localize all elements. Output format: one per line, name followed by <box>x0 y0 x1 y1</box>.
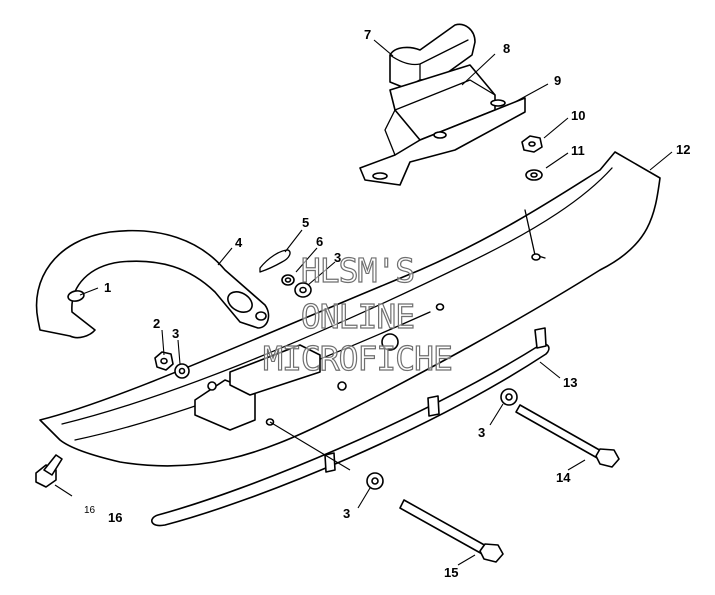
washer-3-bottom <box>366 472 384 490</box>
washer-6 <box>281 274 295 286</box>
callout-16: 16 <box>108 510 122 525</box>
callout-6: 6 <box>316 234 323 249</box>
saddle-bracket <box>359 64 526 186</box>
nut-2 <box>154 351 174 371</box>
callout-3-top: 3 <box>334 250 341 265</box>
callout-14: 14 <box>556 470 571 485</box>
washer-11 <box>525 169 543 181</box>
cotter-pin <box>259 249 291 273</box>
callout-2: 2 <box>153 316 160 331</box>
callout-10: 10 <box>571 108 585 123</box>
callout-8: 8 <box>503 41 510 56</box>
bolt-14 <box>515 404 620 468</box>
ski-handle <box>35 229 270 339</box>
watermark-line-1: HLSM'S <box>300 251 415 290</box>
callout-9: 9 <box>554 73 561 88</box>
callout-3-bottom: 3 <box>343 506 350 521</box>
washer-3-right <box>500 388 518 406</box>
callout-13: 13 <box>563 375 577 390</box>
ski-pivot-mount <box>194 333 399 431</box>
callout-11: 11 <box>571 143 585 158</box>
wear-bar <box>151 327 550 527</box>
washer-3-left <box>174 363 190 379</box>
callout-7: 7 <box>364 27 371 42</box>
nut-10 <box>521 135 543 153</box>
callout-5: 5 <box>302 215 309 230</box>
bolt-15 <box>399 499 504 563</box>
watermark-line-2: ONLINE <box>300 297 415 336</box>
bolt-16 <box>35 454 63 488</box>
saddle-cushion <box>389 23 476 89</box>
callout-numbers: 1 2 3 3 3 3 4 5 6 7 8 9 10 11 12 13 14 1… <box>84 27 690 580</box>
callout-1: 1 <box>104 280 111 295</box>
callout-4: 4 <box>235 235 243 250</box>
callout-12: 12 <box>676 142 690 157</box>
ski-body <box>39 151 661 467</box>
washer-3-top <box>294 282 312 298</box>
callout-15: 15 <box>444 565 458 580</box>
callout-3-left: 3 <box>172 326 179 341</box>
watermark-line-3: MICROFICHE <box>263 339 454 378</box>
callout-16-small: 16 <box>84 505 96 516</box>
callout-3-right: 3 <box>478 425 485 440</box>
leader-lines <box>54 39 673 566</box>
